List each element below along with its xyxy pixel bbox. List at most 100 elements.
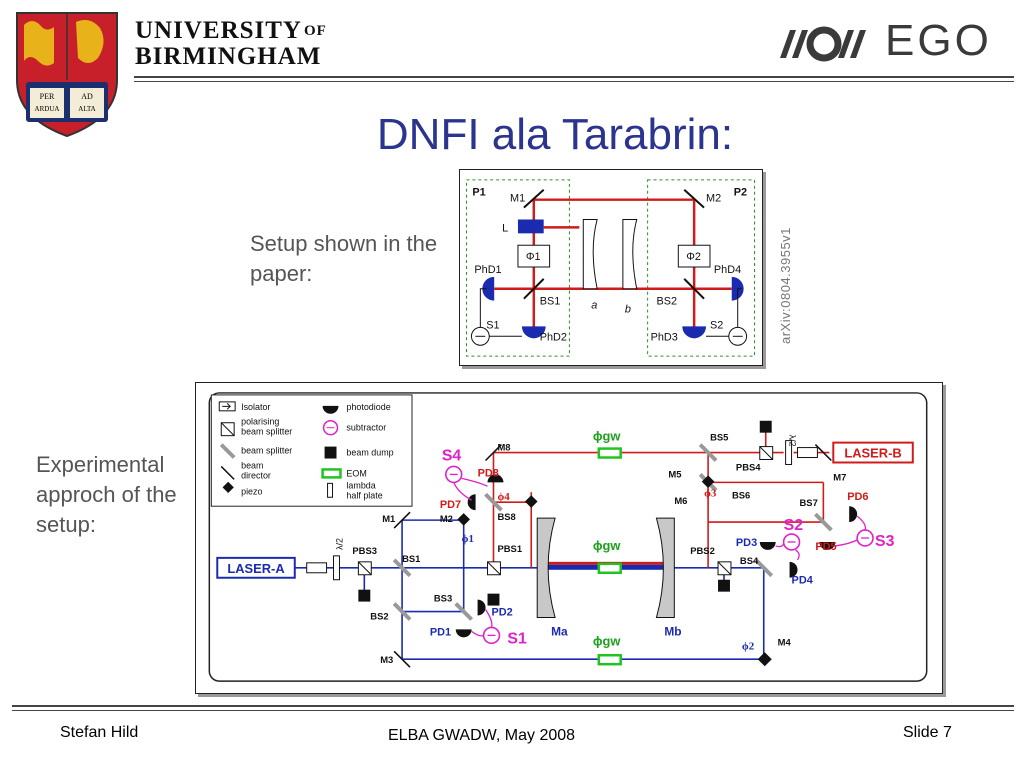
label-a: a [591,300,597,312]
crest-motto-ad: AD [81,92,93,101]
label-l: L [502,222,508,234]
beam-directors [393,444,832,668]
exp-label-phi4: ϕ4 [497,491,510,503]
legend-subtractor: subtractor [346,423,386,433]
legend-beam: beam [241,460,263,470]
caption-setup: Setup shown in the paper: [250,231,438,286]
laser-a-box [216,556,296,579]
label-p1: P1 [472,187,485,199]
half-plate-b-icon [785,440,793,465]
mirror-mb [655,517,675,618]
university-line1: UNIVERSITY [135,17,302,44]
label-phd1: PhD1 [474,264,501,276]
exp-label-pd7: PD7 [440,499,461,511]
exp-label-m5: M5 [668,468,681,479]
exp-label-bs8: BS8 [497,511,515,522]
experiment-frame [208,392,928,682]
label-phd2: PhD2 [540,331,567,343]
legend-half-plate: half plate [346,490,382,500]
bs2 [683,278,705,300]
exp-label-s2: S2 [784,517,804,534]
exp-label-m1: M1 [382,513,395,524]
phd3-icon [682,326,707,339]
mirror-a [582,218,598,290]
beam-splitters [392,443,833,621]
label-phd4: PhD4 [714,264,741,276]
exp-label-pd3: PD3 [736,537,757,549]
p1-box [465,179,570,357]
exp-label-bs6: BS6 [732,489,750,500]
exp-label-m4: M4 [778,636,792,647]
footer-event: ELBA GWADW, May 2008 [388,727,576,744]
exp-label-bs4: BS4 [740,555,759,566]
exp-label-pd5: PD5 [815,541,836,553]
phd2-icon [521,326,546,339]
legend-beam-dump: beam dump [346,448,393,458]
label-m1: M1 [510,193,525,205]
exp-label-pd1: PD1 [430,626,451,638]
exp-label-m7: M7 [833,471,846,482]
exp-label-phi1: ϕ1 [462,533,474,545]
exp-label-mb: Mb [664,624,681,638]
half-plate-a-icon [333,555,340,581]
label-m2: M2 [706,193,721,205]
exp-label-m3: M3 [380,654,393,665]
beam-dump-2-icon [487,593,500,606]
exp-label-pbs2: PBS2 [690,545,715,556]
caption-experimental: Experimental approch of the setup: [36,452,177,537]
legend-eom: EOM [346,468,366,478]
p2-box [647,179,756,357]
arxiv-id: arXiv:0804.3955v1 [778,227,793,344]
phi2-box [677,244,711,268]
exp-label-pd8: PD8 [478,467,499,479]
legend-lambda: lambda [346,480,375,490]
legend-director: director [241,470,271,480]
beam-dump-1-icon [358,589,371,602]
legend-beam-splitter: beam splitter [241,446,292,456]
pbs-cubes [357,446,774,576]
exp-label-pd4: PD4 [792,575,813,587]
exp-label-ma: Ma [551,624,568,638]
mirror-ma [536,517,556,618]
exp-label-phigw-bot: ϕgw [593,633,622,648]
experimental-setup-figure: Isolator polarising beam splitter beam s… [195,382,943,694]
footer-author: Stefan Hild [60,724,139,741]
ego-logo-text: EGO [885,16,992,65]
exp-label-lambda-b: λ/2 [788,435,798,447]
isolator-a-icon [306,562,328,574]
l-element [517,219,544,234]
crest-motto-ardua: ARDUA [35,105,60,113]
exp-label-pbs3: PBS3 [352,545,377,556]
blue-beam-paths [294,519,765,661]
mirror-b [622,218,638,290]
label-s2: S2 [710,319,723,331]
label-p2: P2 [734,187,747,199]
university-line2: BIRMINGHAM [135,43,322,70]
legend: Isolator polarising beam splitter beam s… [210,394,413,507]
exp-label-phigw-mid: ϕgw [593,538,622,553]
label-phi1: Φ1 [526,251,541,263]
legend-bs-word: beam splitter [241,427,292,437]
exp-label-bs7: BS7 [800,497,818,508]
isolator-b-icon [797,447,818,459]
header-divider [134,76,1014,82]
exp-label-m8: M8 [497,442,510,453]
legend-isolator: Isolator [241,402,270,412]
footer-divider [12,705,1014,711]
laser-b-label: LASER-B [844,446,901,461]
exp-label-bs3: BS3 [434,593,452,604]
slide-title: DNFI ala Tarabrin: [376,110,734,159]
bs1 [523,278,545,300]
exp-label-pd6: PD6 [847,491,868,503]
crest-motto-alta: ALTA [78,105,95,113]
exp-label-phi3: ϕ3 [704,487,717,499]
laser-a-label: LASER-A [227,561,284,576]
exp-label-phigw-top: ϕgw [593,429,622,444]
ego-logo-icon [780,26,866,62]
label-s1: S1 [486,319,499,331]
exp-label-m2: M2 [440,513,453,524]
crest-motto-per: PER [40,92,55,101]
beam-dump-4-icon [759,420,772,433]
beam-dump-3-icon [718,579,730,592]
